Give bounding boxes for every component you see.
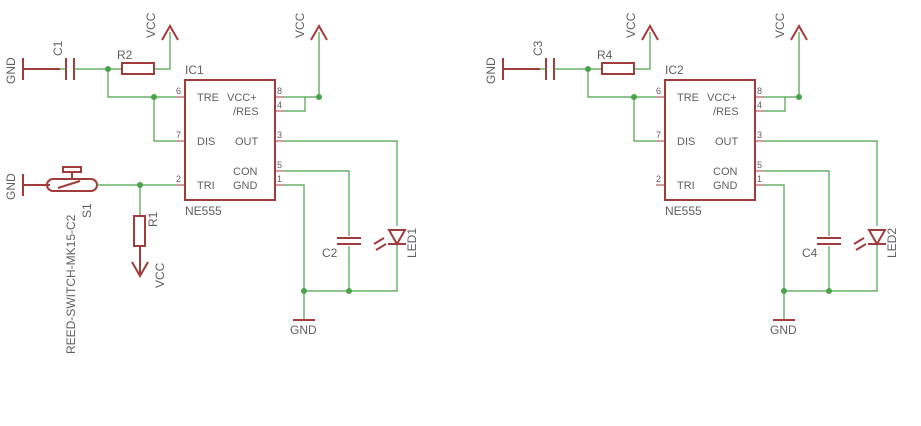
ic2-pin-tri: TRI — [677, 180, 695, 192]
ic1-pinnum-5: 5 — [277, 160, 282, 170]
gnd-label: GND — [4, 57, 18, 84]
ic1-pin-gnd: GND — [233, 180, 258, 192]
vcc-label: VCC — [293, 12, 307, 38]
r1-label: R1 — [146, 211, 160, 227]
ic2-pinnum-5: 5 — [757, 160, 762, 170]
vcc-label: VCC — [144, 12, 158, 38]
ic1-pinnum-2: 2 — [176, 174, 181, 184]
led1-label: LED1 — [405, 228, 419, 258]
gnd-label: GND — [484, 57, 498, 84]
vcc-label: VCC — [153, 262, 167, 288]
led-led2: LED2 — [853, 228, 899, 258]
ic1-pin-out: OUT — [235, 136, 259, 148]
ic2-pin-out: OUT — [715, 136, 739, 148]
capacitor-c2: C2 — [322, 237, 361, 260]
ic1-name: IC1 — [185, 63, 204, 77]
c1-label: C1 — [51, 40, 65, 56]
ic2-pinnum-2: 2 — [656, 174, 661, 184]
ic1-pinnum-8: 8 — [277, 86, 282, 96]
ic1-pinnum-1: 1 — [277, 174, 282, 184]
capacitor-c1: C1 — [51, 40, 75, 80]
ic1-pin-vcc: VCC+ — [227, 92, 257, 104]
ic2-ne555: IC2 NE555 TRE VCC+ /RES DIS OUT CON TRI … — [656, 63, 764, 218]
ic2-name: IC2 — [665, 63, 684, 77]
vcc-symbol-ic1: VCC — [293, 12, 328, 41]
ic2-pin-dis: DIS — [677, 136, 695, 148]
s1-name: S1 — [80, 203, 94, 218]
vcc-label: VCC — [773, 12, 787, 38]
r2-label: R2 — [117, 48, 133, 62]
vcc-label: VCC — [624, 12, 638, 38]
ic1-pinnum-6: 6 — [176, 86, 181, 96]
vcc-symbol-ic2: VCC — [773, 12, 808, 41]
ic2-pinnum-6: 6 — [656, 86, 661, 96]
capacitor-c4: C4 — [802, 237, 841, 260]
gnd-symbol-ic1: GND — [290, 319, 317, 337]
ic1-pin-con: CON — [233, 166, 258, 178]
capacitor-c3: C3 — [531, 40, 555, 80]
ic2-pin-tre: TRE — [677, 92, 699, 104]
gnd-symbol-c3: GND — [484, 57, 540, 84]
circuit-2: GND C3 R4 VCC IC2 NE555 TRE VCC+ /RES — [484, 12, 899, 337]
ic2-pinnum-1: 1 — [757, 174, 762, 184]
circuit-1: GND C1 R2 VCC IC1 NE555 TRE — [4, 12, 419, 354]
ic2-pinnum-8: 8 — [757, 86, 762, 96]
gnd-symbol-ic2: GND — [770, 319, 797, 337]
ic2-pin-vcc: VCC+ — [707, 92, 737, 104]
ic2-pinnum-3: 3 — [757, 130, 762, 140]
ic1-pinnum-4: 4 — [277, 100, 282, 110]
gnd-label: GND — [290, 323, 317, 337]
c4-label: C4 — [802, 246, 818, 260]
resistor-r1: R1 — [133, 211, 160, 276]
ic1-pinnum-3: 3 — [277, 130, 282, 140]
gnd-label: GND — [770, 323, 797, 337]
vcc-symbol-r2: VCC — [144, 12, 179, 41]
vcc-symbol-r1: VCC — [131, 261, 167, 288]
ic1-pinnum-7: 7 — [176, 130, 181, 140]
ic1-value: NE555 — [185, 204, 222, 218]
gnd-label: GND — [4, 173, 18, 200]
ic2-pinnum-4: 4 — [757, 100, 762, 110]
gnd-symbol-s1: GND — [4, 173, 50, 200]
c3-label: C3 — [531, 40, 545, 56]
ic1-pin-res: /RES — [233, 106, 259, 118]
ic1-pin-dis: DIS — [197, 136, 215, 148]
led-led1: LED1 — [373, 228, 419, 258]
led2-label: LED2 — [885, 228, 899, 258]
resistor-r2: R2 — [117, 48, 155, 75]
r4-label: R4 — [597, 48, 613, 62]
gnd-symbol-c1: GND — [4, 57, 60, 84]
vcc-symbol-r4: VCC — [624, 12, 659, 41]
ic1-ne555: IC1 NE555 TRE VCC+ /RES DIS OUT CON TRI … — [176, 63, 284, 218]
ic2-pin-gnd: GND — [713, 180, 738, 192]
ic2-pin-res: /RES — [713, 106, 739, 118]
resistor-r4: R4 — [597, 48, 635, 75]
ic2-value: NE555 — [665, 204, 702, 218]
ic2-pinnum-7: 7 — [656, 130, 661, 140]
ic2-pin-con: CON — [713, 166, 738, 178]
c2-label: C2 — [322, 246, 338, 260]
s1-value: REED-SWITCH-MK15-C2 — [64, 214, 78, 354]
ic1-pin-tre: TRE — [197, 92, 219, 104]
ic1-pin-tri: TRI — [197, 180, 215, 192]
reed-switch-s1: REED-SWITCH-MK15-C2 S1 — [46, 166, 98, 354]
